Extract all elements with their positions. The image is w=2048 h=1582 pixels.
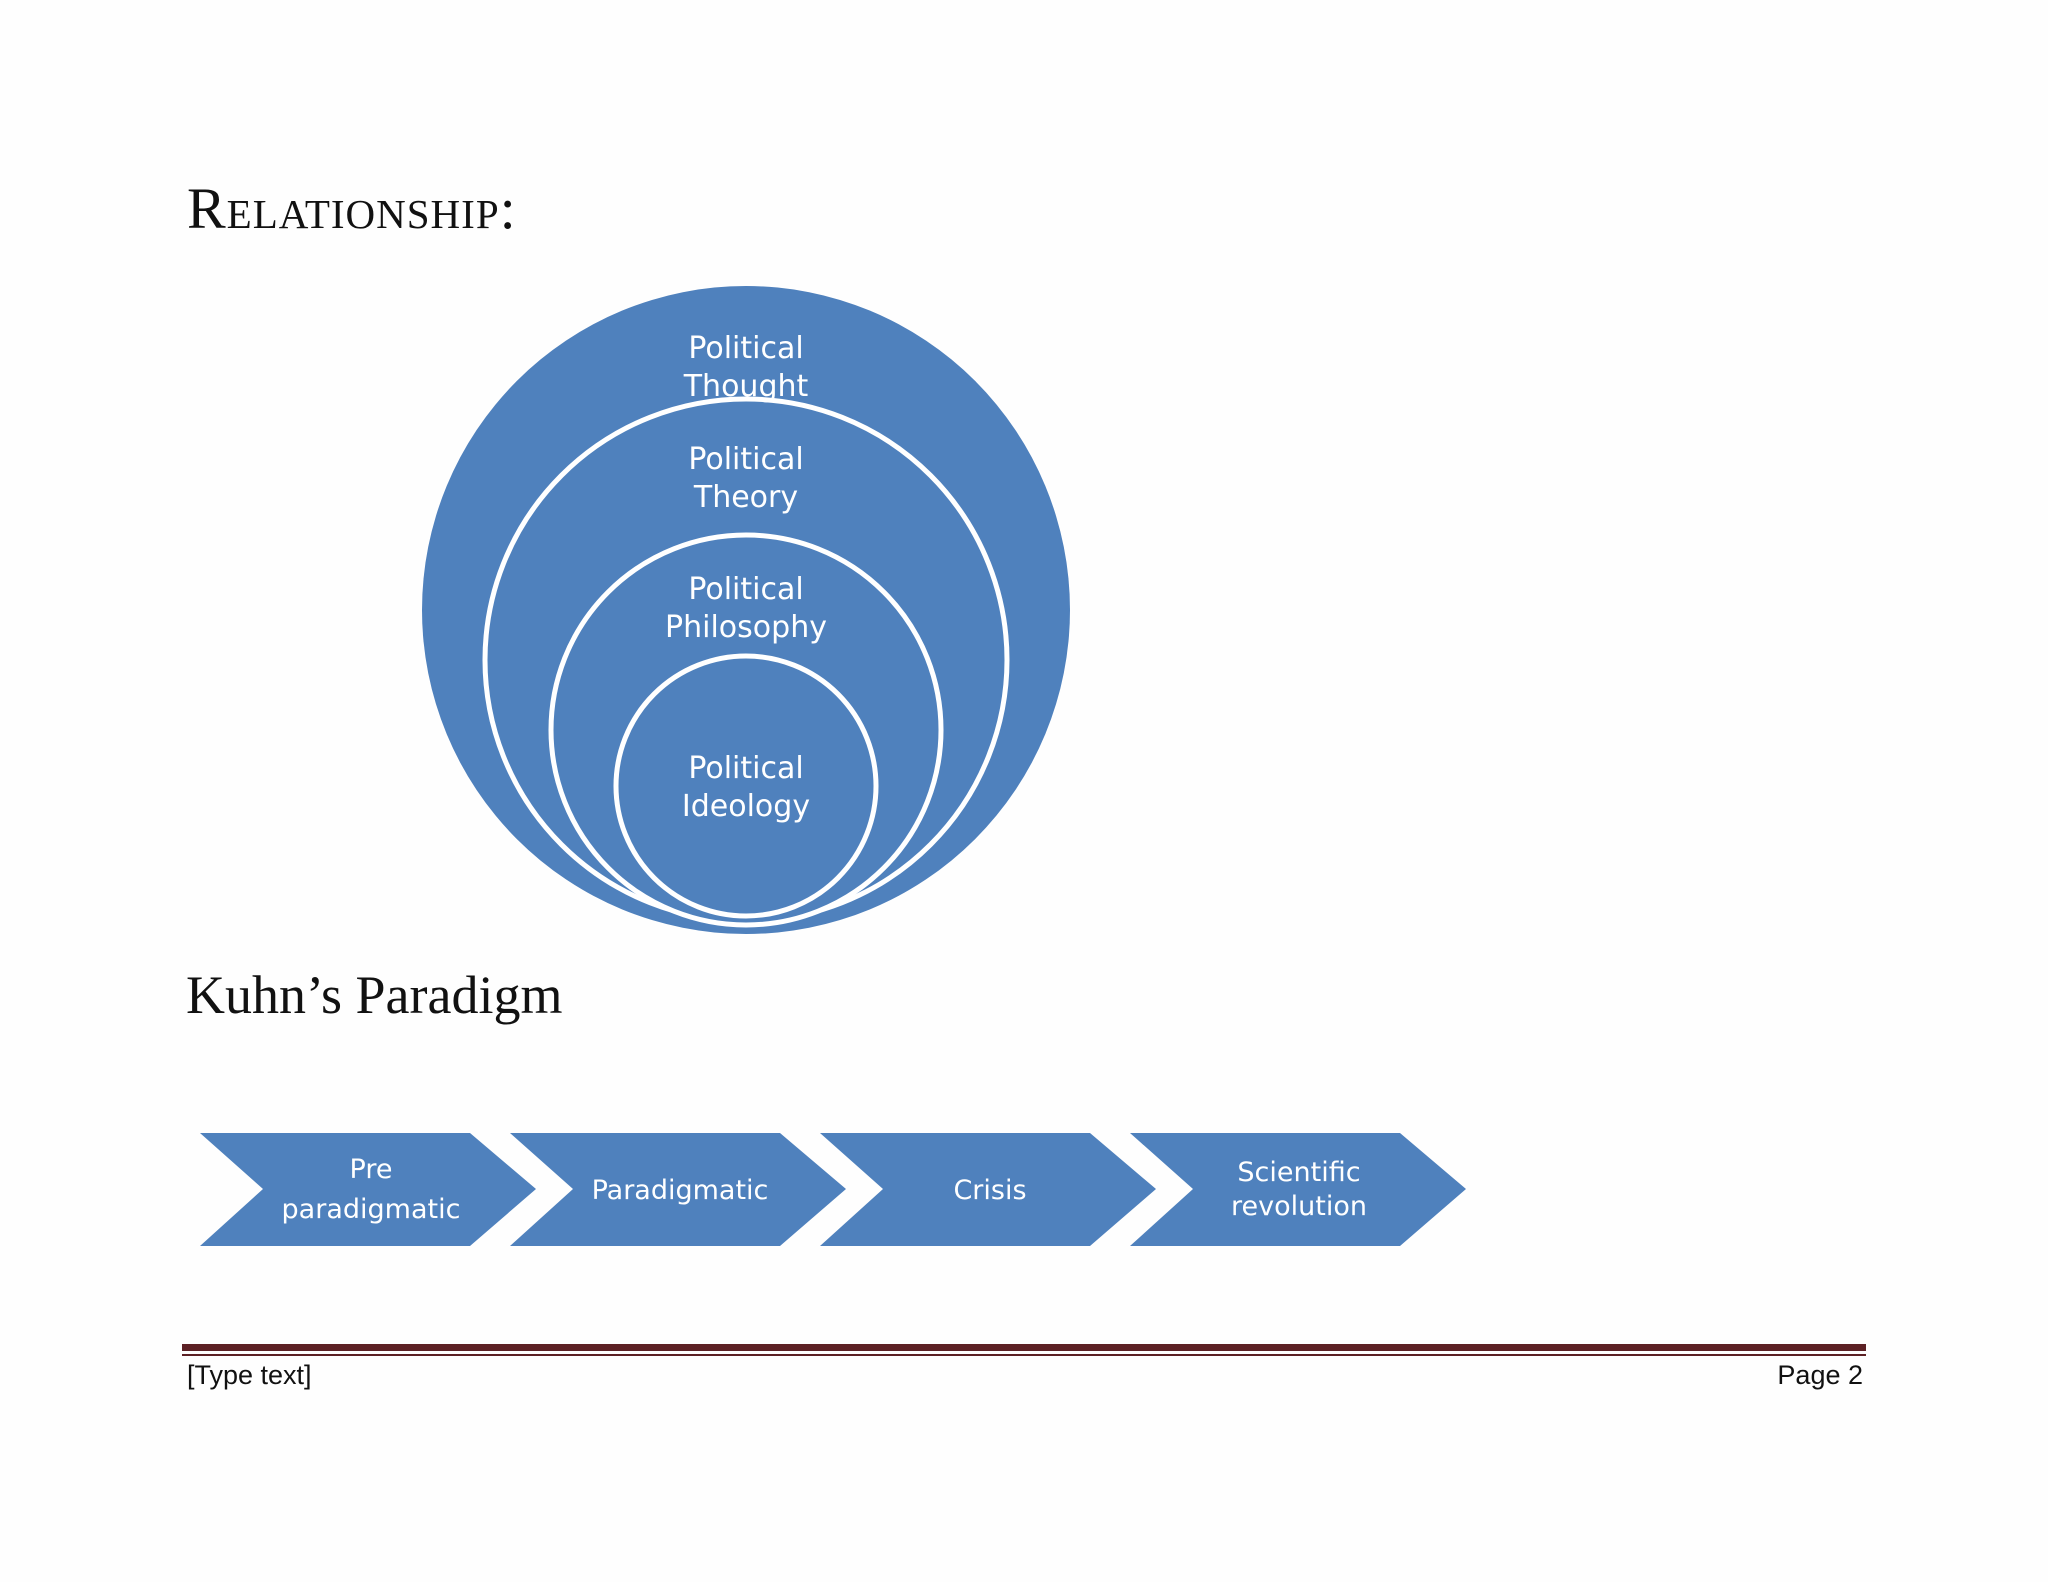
label-theory-line2: Theory bbox=[693, 480, 798, 515]
heading-relationship: Relationship: bbox=[187, 176, 517, 241]
label-philosophy-line2: Philosophy bbox=[665, 610, 827, 645]
chevron-paradigmatic bbox=[510, 1133, 846, 1246]
heading-kuhns-paradigm: Kuhn’s Paradigm bbox=[186, 965, 563, 1025]
chevron-label-scientific: Scientific bbox=[1237, 1157, 1360, 1188]
chevron-label-crisis: Crisis bbox=[953, 1175, 1026, 1206]
footer-rule bbox=[182, 1344, 1866, 1351]
chevron-label-revolution: revolution bbox=[1231, 1191, 1367, 1222]
chevron-label-pre: Pre bbox=[350, 1154, 393, 1185]
label-philosophy-line1: Political bbox=[688, 572, 803, 607]
label-theory-line1: Political bbox=[688, 442, 803, 477]
chevron-label-paradigmatic: Paradigmatic bbox=[592, 1175, 769, 1206]
chevron-crisis bbox=[820, 1133, 1156, 1246]
chevron-scientific-revolution bbox=[1130, 1133, 1466, 1246]
circle-political-ideology bbox=[613, 653, 879, 919]
chevron-pre-paradigmatic bbox=[200, 1133, 536, 1246]
label-ideology-line2: Ideology bbox=[682, 789, 810, 824]
page-number: Page 2 bbox=[1777, 1360, 1863, 1390]
footer-placeholder-text: [Type text] bbox=[187, 1360, 312, 1390]
label-ideology-line1: Political bbox=[688, 751, 803, 786]
footer-rule-thin bbox=[182, 1354, 1866, 1356]
label-thought-line1: Political bbox=[688, 331, 803, 366]
label-thought-line2: Thought bbox=[683, 369, 809, 404]
chevron-label-paradigmatic-sub: paradigmatic bbox=[282, 1194, 461, 1225]
